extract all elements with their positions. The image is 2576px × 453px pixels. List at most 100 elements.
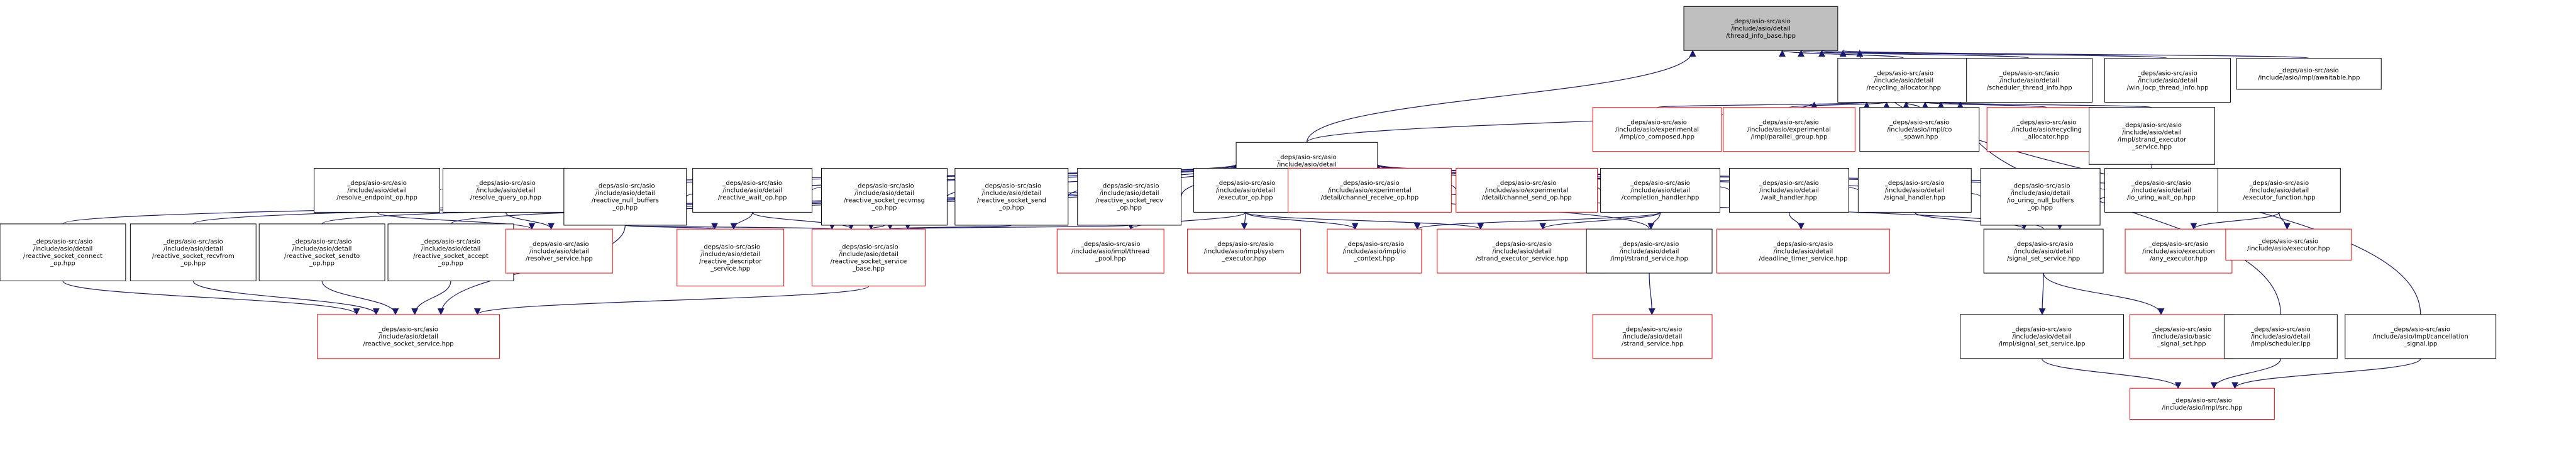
node-label-line: /resolver_service.hpp	[526, 255, 593, 262]
node-label-line: /include/asio/detail	[2012, 333, 2072, 340]
edge-completion-handler-to-strand-service-impl	[1647, 212, 1661, 230]
edge-signal-set-service-ipp-to-src-hpp	[2042, 358, 2182, 389]
node-reactive-socket-service[interactable]: _deps/asio-src/asio/include/asio/detail/…	[317, 314, 500, 359]
node-exp-parallel-group[interactable]: _deps/asio-src/asio/include/asio/experim…	[1722, 107, 1855, 152]
node-scheduler-ipp[interactable]: _deps/asio-src/asio/include/asio/detail/…	[2223, 314, 2338, 359]
node-io-context-impl[interactable]: _deps/asio-src/asio/include/asio/impl/io…	[1327, 228, 1422, 274]
node-label-line: /include/asio/detail	[1999, 77, 2059, 84]
node-reactive-socket-recvmsg-op[interactable]: _deps/asio-src/asio/include/asio/detail/…	[821, 167, 948, 226]
node-label-line: /executor_op.hpp	[1219, 194, 1273, 201]
node-io-uring-null-buffers-op[interactable]: _deps/asio-src/asio/include/asio/detail/…	[1980, 167, 2101, 226]
node-label-line: /include/asio/detail	[379, 333, 438, 340]
node-thread-pool-impl[interactable]: _deps/asio-src/asio/include/asio/impl/th…	[1056, 228, 1164, 274]
edge-reactive-null-buffers-op-to-reactive-socket-service-base	[624, 222, 835, 230]
node-signal-set-service[interactable]: _deps/asio-src/asio/include/asio/detail/…	[1983, 228, 2104, 274]
node-signal-set-service-ipp[interactable]: _deps/asio-src/asio/include/asio/detail/…	[1960, 314, 2125, 359]
node-scheduler-thread-info[interactable]: _deps/asio-src/asio/include/asio/detail/…	[1966, 58, 2093, 103]
node-box	[1586, 228, 1713, 274]
node-label-line: /reactive_null_buffers	[592, 198, 659, 204]
node-wait-handler[interactable]: _deps/asio-src/asio/include/asio/detail/…	[1728, 167, 1849, 213]
node-recycling-allocator[interactable]: _deps/asio-src/asio/include/asio/detail/…	[1837, 58, 1971, 103]
node-box	[1327, 228, 1422, 274]
node-strand-service[interactable]: _deps/asio-src/asio/include/asio/detail/…	[1592, 314, 1713, 359]
node-box	[317, 314, 500, 359]
node-box	[1592, 107, 1722, 152]
node-reactive-descriptor-service[interactable]: _deps/asio-src/asio/include/asio/detail/…	[677, 228, 785, 287]
node-reactive-socket-accept-op[interactable]: _deps/asio-src/asio/include/asio/detail/…	[387, 223, 514, 281]
node-win-iocp-thread-info[interactable]: _deps/asio-src/asio/include/asio/detail/…	[2104, 58, 2231, 103]
node-reactive-socket-connect-op[interactable]: _deps/asio-src/asio/include/asio/detail/…	[0, 223, 126, 281]
node-signal-handler[interactable]: _deps/asio-src/asio/include/asio/detail/…	[1857, 167, 1972, 213]
node-resolve-endpoint-op[interactable]: _deps/asio-src/asio/include/asio/detail/…	[314, 167, 440, 213]
node-strand-executor-service[interactable]: _deps/asio-src/asio/include/asio/detail/…	[1437, 228, 1608, 274]
node-label-line: /any_executor.hpp	[2150, 255, 2208, 262]
edge-executor-op-to-io-context-impl	[1245, 211, 1359, 230]
node-label-line: /deadline_timer_service.hpp	[1759, 255, 1847, 262]
node-label-line: /include/asio/detail	[1100, 190, 1159, 197]
edge-reactive-null-buffers-op-to-reactive-descriptor-service	[624, 223, 718, 230]
node-exp-co-composed[interactable]: _deps/asio-src/asio/include/asio/experim…	[1592, 107, 1722, 152]
edge-signal-set-service-to-signal-set-service-ipp	[2038, 273, 2046, 315]
node-label-line: _deps/asio-src/asio	[2131, 180, 2191, 187]
node-label-line: /include/asio/detail	[722, 187, 782, 194]
node-label-line: _op.hpp	[2027, 204, 2053, 211]
edge-reactive-wait-op-to-reactive-descriptor-service	[730, 212, 753, 230]
node-deadline-timer-service[interactable]: _deps/asio-src/asio/include/asio/detail/…	[1716, 228, 1890, 274]
node-system-executor-impl[interactable]: _deps/asio-src/asio/include/asio/impl/sy…	[1187, 228, 1301, 274]
node-cancellation-signal-ipp[interactable]: _deps/asio-src/asio/include/asio/impl/ca…	[2345, 314, 2497, 359]
node-exp-channel-send-op[interactable]: _deps/asio-src/asio/include/asio/experim…	[1456, 167, 1598, 213]
node-reactive-socket-recv-op[interactable]: _deps/asio-src/asio/include/asio/detail/…	[1077, 167, 1182, 226]
node-completion-handler[interactable]: _deps/asio-src/asio/include/asio/detail/…	[1600, 167, 1720, 213]
node-strand-executor-service-ipp[interactable]: _deps/asio-src/asio/include/asio/detail/…	[2089, 107, 2215, 165]
node-label-line: /include/asio/impl/awaitable.hpp	[2258, 74, 2360, 81]
node-awaitable[interactable]: _deps/asio-src/asio/include/asio/impl/aw…	[2236, 58, 2382, 90]
node-reactive-socket-service-base[interactable]: _deps/asio-src/asio/include/asio/detail/…	[812, 228, 926, 287]
node-reactive-socket-recvfrom-op[interactable]: _deps/asio-src/asio/include/asio/detail/…	[130, 223, 257, 281]
node-label-line: _deps/asio-src/asio	[2013, 241, 2074, 248]
node-executor-function[interactable]: _deps/asio-src/asio/include/asio/detail/…	[2217, 167, 2341, 213]
node-label-line: _deps/asio-src/asio	[854, 183, 914, 190]
node-label-line: /include/asio/detail	[2138, 77, 2197, 84]
node-box	[1077, 167, 1182, 226]
node-label-line: /reactive_wait_op.hpp	[718, 194, 787, 201]
node-label-line: _base.hpp	[852, 266, 885, 272]
edge-cancellation-signal-ipp-to-src-hpp	[2231, 358, 2421, 389]
node-reactive-null-buffers-op[interactable]: _deps/asio-src/asio/include/asio/detail/…	[563, 167, 687, 226]
node-label-line: _op.hpp	[998, 204, 1024, 211]
node-exp-channel-receive-op[interactable]: _deps/asio-src/asio/include/asio/experim…	[1288, 167, 1452, 213]
node-box	[2104, 58, 2231, 103]
node-label-line: _deps/asio-src/asio	[1099, 183, 1159, 190]
edge-scheduler-thread-info-to-thread-info-base	[1798, 50, 2030, 59]
node-label-line: /signal_handler.hpp	[1884, 194, 1945, 201]
node-reactive-wait-op[interactable]: _deps/asio-src/asio/include/asio/detail/…	[692, 167, 813, 213]
node-label-line: _deps/asio-src/asio	[1215, 180, 1276, 187]
node-box	[1986, 107, 2107, 152]
node-executor-pub[interactable]: _deps/asio-src/asio/include/asio/executo…	[2225, 228, 2352, 260]
node-resolver-service[interactable]: _deps/asio-src/asio/include/asio/detail/…	[505, 228, 613, 274]
node-label-line: /include/asio/detail	[1630, 187, 1690, 194]
node-io-uring-wait-op[interactable]: _deps/asio-src/asio/include/asio/detail/…	[2104, 167, 2218, 213]
node-label-line: _deps/asio-src/asio	[1773, 241, 1833, 248]
edge-impl-co-spawn-to-recycling-allocator	[1903, 101, 1920, 109]
node-label-line: /include/asio/recycling	[2011, 126, 2082, 133]
node-strand-service-impl[interactable]: _deps/asio-src/asio/include/asio/detail/…	[1586, 228, 1713, 274]
edge-reactive-socket-send-op-to-reactive-socket-service-base	[887, 223, 1012, 230]
node-label-line: /include/asio/detail	[1874, 77, 1933, 84]
node-basic-signal-set[interactable]: _deps/asio-src/asio/include/asio/basic_s…	[2130, 314, 2234, 359]
node-executor-op[interactable]: _deps/asio-src/asio/include/asio/detail/…	[1193, 167, 1298, 213]
node-reactive-socket-sendto-op[interactable]: _deps/asio-src/asio/include/asio/detail/…	[258, 223, 385, 281]
node-reactive-socket-send-op[interactable]: _deps/asio-src/asio/include/asio/detail/…	[954, 167, 1069, 226]
node-recycling-allocator-pub[interactable]: _deps/asio-src/asio/include/asio/recycli…	[1986, 107, 2107, 152]
node-label-line: _deps/asio-src/asio	[2249, 180, 2309, 187]
node-execution-any-executor[interactable]: _deps/asio-src/asio/include/asio/executi…	[2125, 228, 2233, 274]
node-box	[2130, 388, 2275, 420]
node-src-hpp[interactable]: _deps/asio-src/asio/include/asio/impl/sr…	[2130, 388, 2275, 420]
node-impl-co-spawn[interactable]: _deps/asio-src/asio/include/asio/impl/co…	[1859, 107, 1980, 152]
node-label-line: /include/asio/detail	[163, 246, 223, 253]
node-label-line: _op.hpp	[871, 204, 897, 211]
edge-completion-handler-to-strand-executor-service	[1539, 211, 1661, 230]
node-label-line: _signal_set.hpp	[2157, 341, 2206, 348]
node-thread-info-base[interactable]: _deps/asio-src/asio/include/asio/detail/…	[1683, 6, 1838, 51]
node-box	[2345, 314, 2497, 359]
node-resolve-query-op[interactable]: _deps/asio-src/asio/include/asio/detail/…	[442, 167, 569, 213]
